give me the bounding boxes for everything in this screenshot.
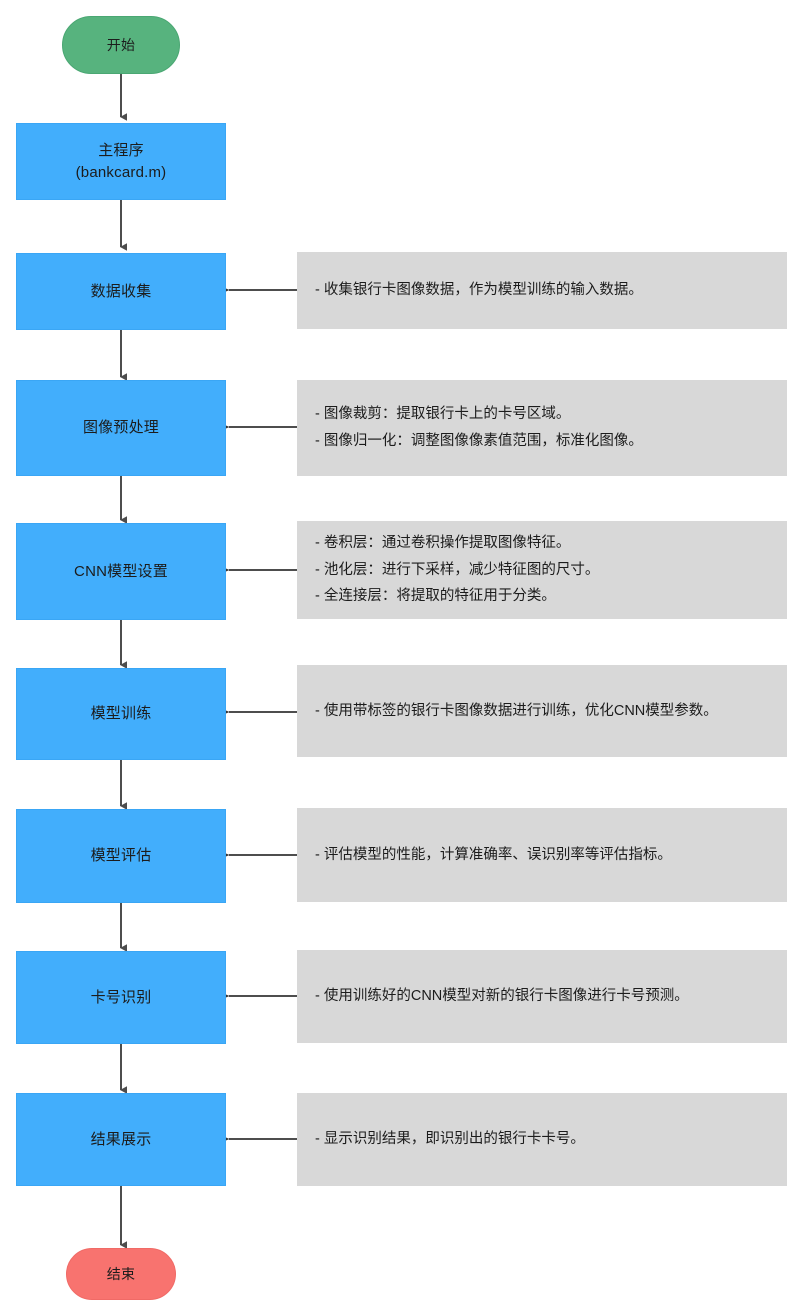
note-cnn-model-setup: - 卷积层：通过卷积操作提取图像特征。 - 池化层：进行下采样，减少特征图的尺寸… [297,521,787,619]
node-card-number-recognition-label: 卡号识别 [90,988,152,1006]
note-card-number-recognition: - 使用训练好的CNN模型对新的银行卡图像进行卡号预测。 [297,950,787,1043]
note-result-display: - 显示识别结果，即识别出的银行卡卡号。 [297,1093,787,1186]
node-image-preprocessing-label: 图像预处理 [82,419,159,437]
node-result-display-label: 结果展示 [90,1130,152,1148]
node-main-program[interactable]: 主程序 (bankcard.m) [16,123,226,200]
node-main-program-label: 主程序 (bankcard.m) [75,141,167,181]
node-start-label: 开始 [106,36,136,53]
note-line: - 卷积层：通过卷积操作提取图像特征。 [315,534,571,551]
node-end[interactable]: 结束 [66,1248,176,1300]
note-line: - 评估模型的性能，计算准确率、误识别率等评估指标。 [315,846,672,863]
note-line: - 收集银行卡图像数据，作为模型训练的输入数据。 [315,282,643,299]
note-line: - 图像裁剪：提取银行卡上的卡号区域。 [315,406,571,423]
node-cnn-model-setup-label: CNN模型设置 [74,562,168,580]
note-model-evaluation: - 评估模型的性能，计算准确率、误识别率等评估指标。 [297,808,787,902]
note-line: - 图像归一化：调整图像像素值范围，标准化图像。 [315,433,643,449]
node-end-label: 结束 [106,1265,136,1282]
node-data-collection-label: 数据收集 [90,282,152,300]
note-data-collection: - 收集银行卡图像数据，作为模型训练的输入数据。 [297,252,787,329]
node-result-display[interactable]: 结果展示 [16,1093,226,1186]
node-model-evaluation-label: 模型评估 [90,847,152,865]
node-start[interactable]: 开始 [62,16,180,74]
note-model-training: - 使用带标签的银行卡图像数据进行训练，优化CNN模型参数。 [297,665,787,757]
node-model-evaluation[interactable]: 模型评估 [16,809,226,903]
node-data-collection[interactable]: 数据收集 [16,253,226,330]
node-card-number-recognition[interactable]: 卡号识别 [16,951,226,1044]
node-image-preprocessing[interactable]: 图像预处理 [16,380,226,476]
note-line: - 池化层：进行下采样，减少特征图的尺寸。 [315,561,600,578]
note-line: - 显示识别结果，即识别出的银行卡卡号。 [315,1131,585,1148]
note-line: - 使用带标签的银行卡图像数据进行训练，优化CNN模型参数。 [315,702,718,719]
node-cnn-model-setup[interactable]: CNN模型设置 [16,523,226,620]
node-model-training-label: 模型训练 [90,705,152,723]
node-model-training[interactable]: 模型训练 [16,668,226,760]
note-line: - 全连接层：将提取的特征用于分类。 [315,588,556,605]
note-line: - 使用训练好的CNN模型对新的银行卡图像进行卡号预测。 [315,988,689,1005]
note-image-preprocessing: - 图像裁剪：提取银行卡上的卡号区域。 - 图像归一化：调整图像像素值范围，标准… [297,380,787,476]
